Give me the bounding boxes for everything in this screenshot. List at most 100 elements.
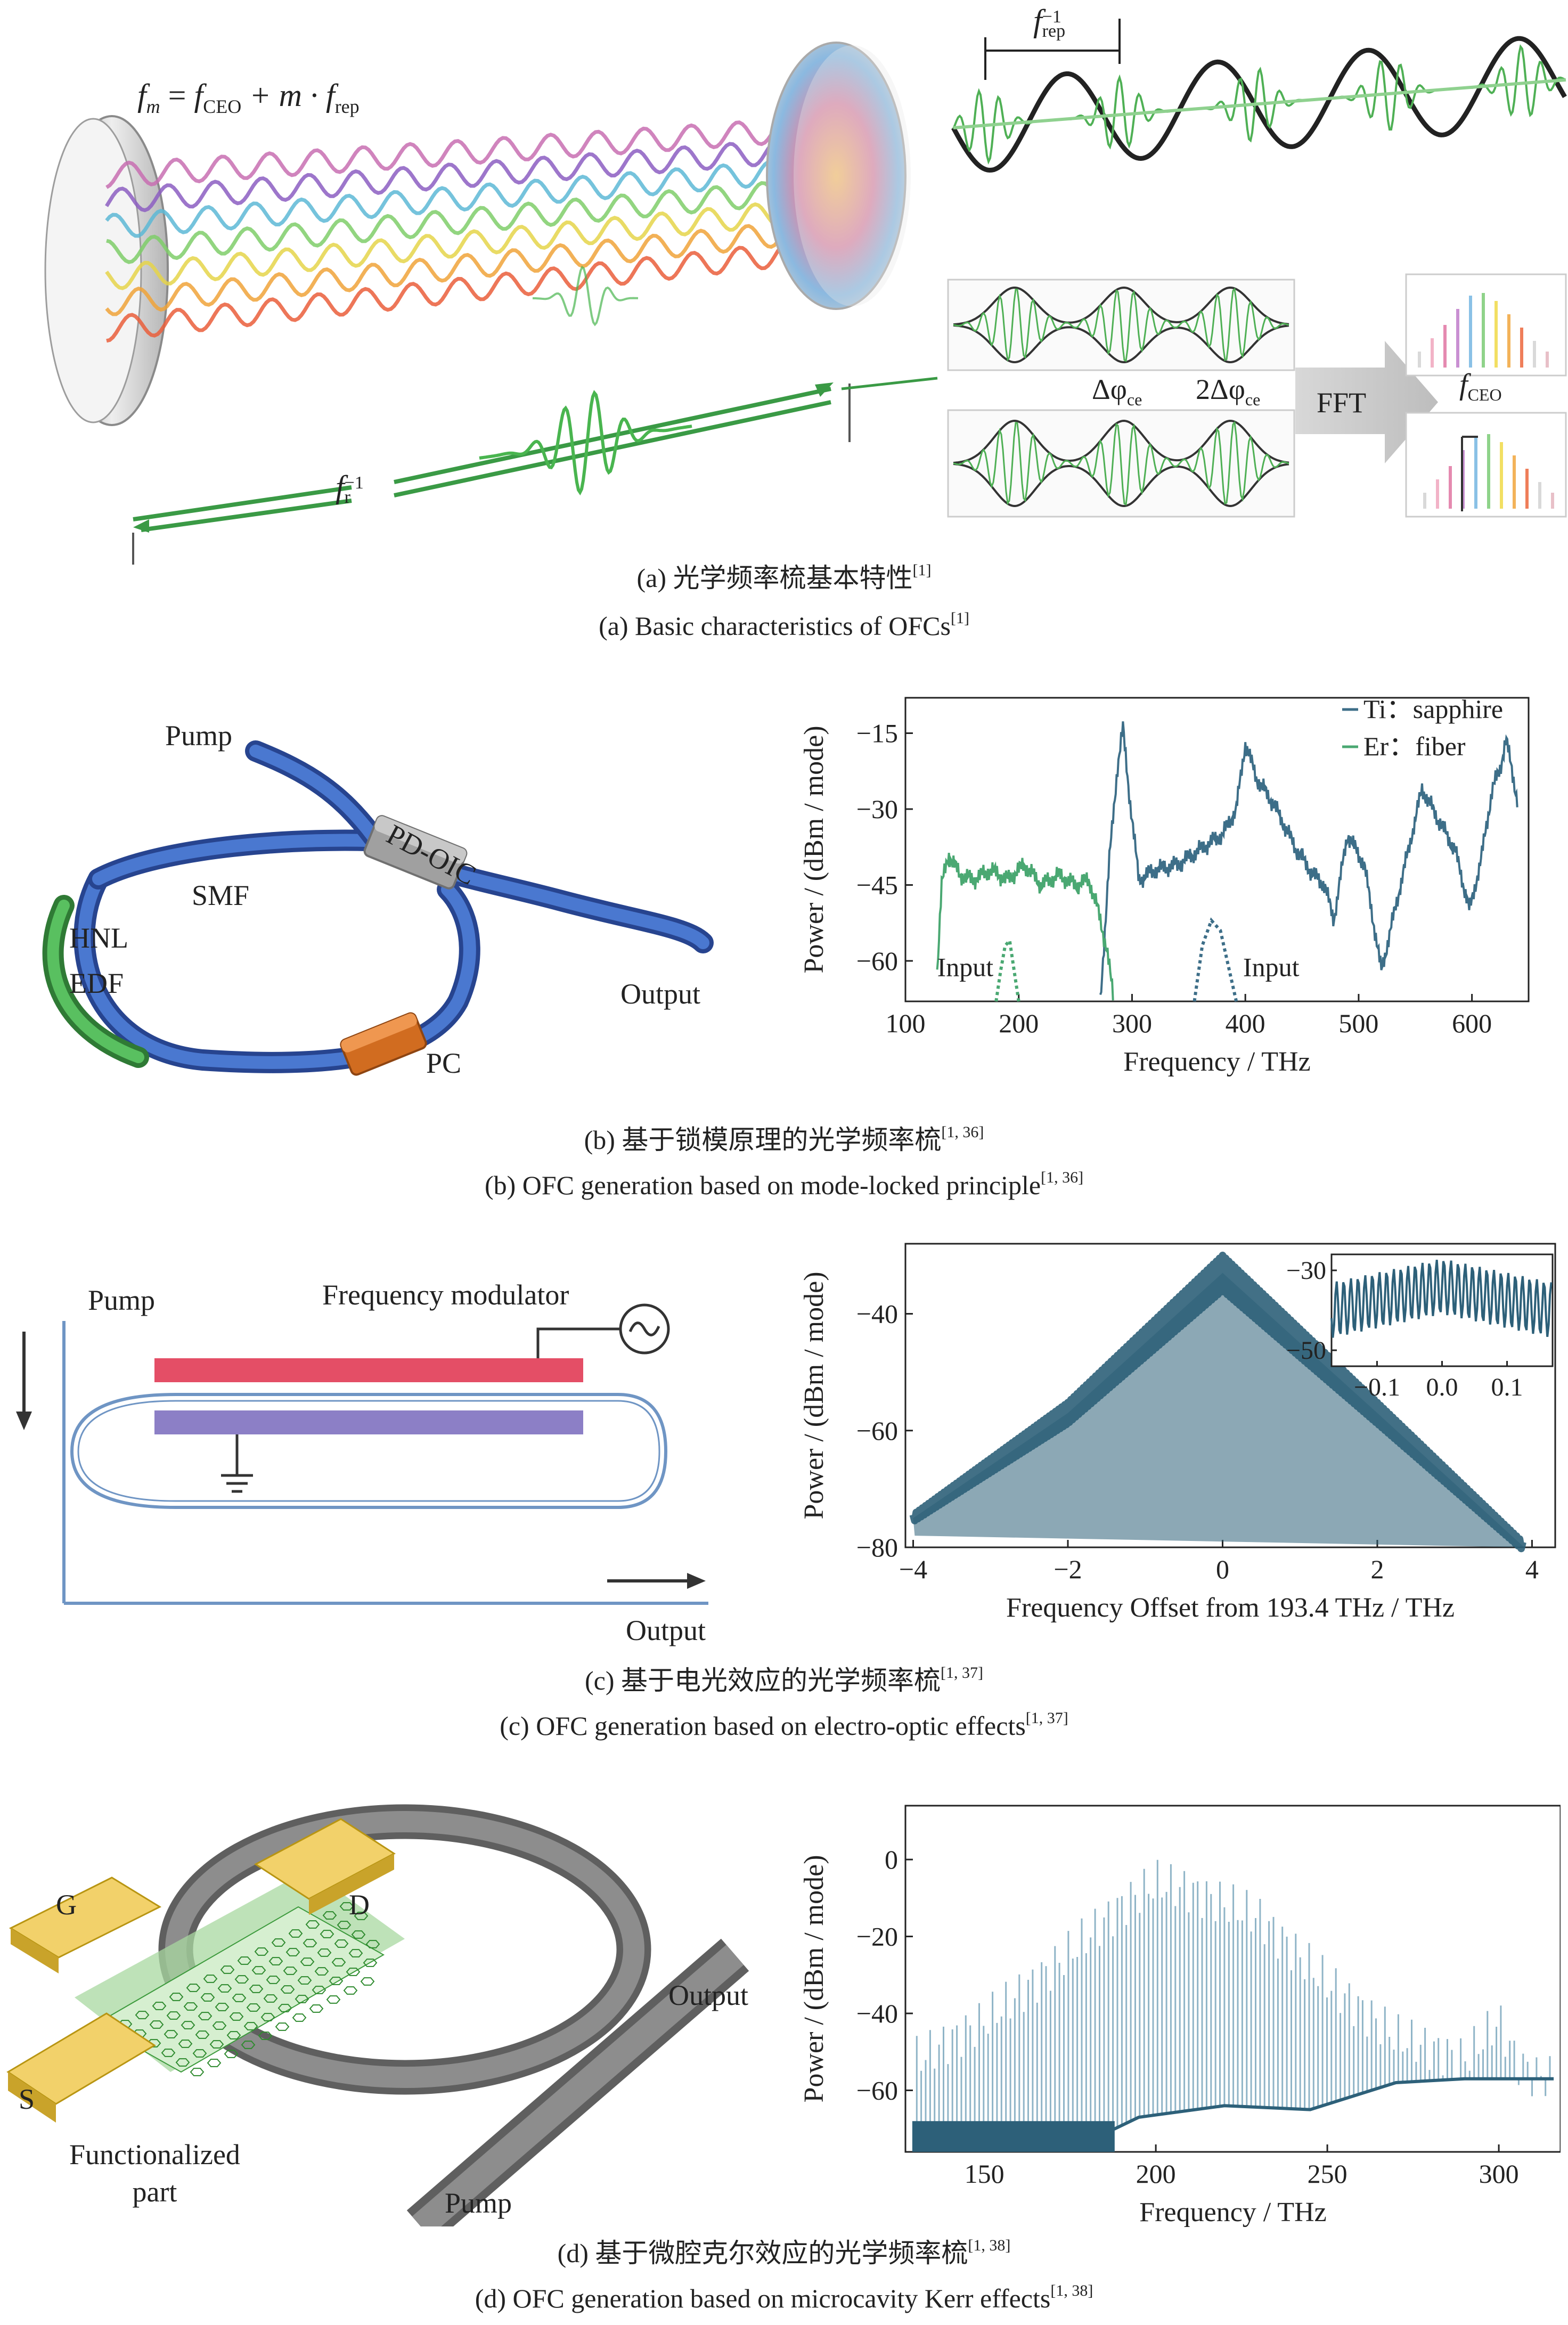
series-line bbox=[936, 853, 1114, 1001]
y-tick-label: −30 bbox=[856, 794, 898, 824]
x-tick-label: 400 bbox=[1226, 1008, 1265, 1038]
electrode-d bbox=[254, 1818, 396, 1915]
x-tick-label: −2 bbox=[1054, 1554, 1082, 1584]
annotation-input: Input bbox=[1243, 952, 1300, 982]
y-axis-label: Power / (dBm / mode) bbox=[799, 725, 829, 973]
panel-c: Pump Frequency modulator Output −4 −2 0 2 4 −… bbox=[0, 1225, 1568, 1758]
ground-icon bbox=[221, 1434, 253, 1493]
mode-locked-laser-diagram bbox=[42, 740, 714, 1076]
electrode-g bbox=[9, 1877, 162, 1973]
output-label: Output bbox=[626, 1614, 706, 1646]
caption-d-cn: (d) 基于微腔克尔效应的光学频率梳[1, 38] bbox=[557, 2237, 1011, 2268]
x-axis-label: Frequency / THz bbox=[1139, 2197, 1326, 2228]
pc-block bbox=[340, 1012, 427, 1076]
y-tick-label: −60 bbox=[856, 946, 898, 976]
pump-label: Pump bbox=[445, 2187, 512, 2219]
caption-b-en: (b) OFC generation based on mode-locked … bbox=[484, 1169, 1084, 1200]
x-tick-label: 200 bbox=[1136, 2159, 1176, 2189]
fft-arrow bbox=[1295, 341, 1438, 463]
annotation-input: Input bbox=[937, 952, 994, 982]
pump-label: Pump bbox=[165, 720, 233, 752]
edf-label: EDF bbox=[69, 967, 124, 999]
series-input-line bbox=[1193, 917, 1238, 1002]
inset-y-tick-label: −30 bbox=[1286, 1257, 1326, 1285]
y-tick-label: −15 bbox=[856, 719, 898, 748]
inset-x-tick-label: 0.1 bbox=[1491, 1373, 1523, 1401]
fft-spectra bbox=[1405, 273, 1567, 518]
plot-frame bbox=[904, 1243, 1556, 1548]
pc-label: PC bbox=[426, 1047, 462, 1079]
legend-entry: Ti：sapphire bbox=[1363, 694, 1503, 724]
smf-label: SMF bbox=[192, 879, 250, 911]
y-axis-label: Power / (dBm / mode) bbox=[799, 1271, 829, 1519]
arrow-right-icon bbox=[607, 1573, 706, 1589]
plot-frame bbox=[904, 1805, 1561, 2153]
y-axis-label: Power / (dBm / mode) bbox=[799, 1855, 829, 2102]
delta2-phase-label: 2Δφce bbox=[1196, 373, 1261, 409]
x-tick-label: 300 bbox=[1112, 1008, 1152, 1038]
x-tick-label: 150 bbox=[965, 2159, 1005, 2189]
output-label: Output bbox=[668, 1979, 749, 2011]
right-mirror bbox=[766, 42, 911, 310]
left-mirror bbox=[44, 115, 169, 426]
caption-a-en: (a) Basic characteristics of OFCs[1] bbox=[599, 609, 969, 641]
y-tick-label: −60 bbox=[856, 2075, 898, 2105]
series-noise-band bbox=[912, 2121, 1115, 2152]
series-line bbox=[1099, 721, 1518, 996]
d-label: D bbox=[349, 1889, 370, 1921]
series-input-line bbox=[994, 937, 1020, 1002]
caption-c-cn: (c) 基于电光效应的光学频率梳[1, 37] bbox=[585, 1664, 983, 1695]
y-tick-label: −40 bbox=[856, 1299, 898, 1329]
x-tick-label: 250 bbox=[1308, 2159, 1348, 2189]
fceo-label: fCEO bbox=[1459, 368, 1502, 405]
y-tick-label: −80 bbox=[856, 1532, 898, 1562]
carrier-envelope-sine bbox=[951, 36, 1567, 173]
modulator-label: Frequency modulator bbox=[322, 1279, 569, 1311]
x-tick-label: 2 bbox=[1370, 1554, 1384, 1584]
x-tick-label: 600 bbox=[1452, 1008, 1492, 1038]
comb-formula: fm = fCEO + m · frep bbox=[137, 78, 360, 117]
x-tick-label: −4 bbox=[899, 1554, 927, 1584]
electro-optic-diagram bbox=[16, 1303, 708, 1605]
x-tick-label: 0 bbox=[1216, 1554, 1229, 1584]
inset-y-tick-label: −50 bbox=[1286, 1336, 1326, 1365]
caption-d-en: (d) OFC generation based on microcavity … bbox=[475, 2282, 1093, 2313]
caption-a-cn: (a) 光学频率梳基本特性[1] bbox=[636, 561, 932, 593]
inset-series-line bbox=[1330, 1260, 1553, 1338]
legend-entry: Er：fiber bbox=[1363, 731, 1466, 761]
pd-oic-block bbox=[363, 815, 468, 890]
series-comb-fill bbox=[913, 1272, 1524, 1547]
modulator-electrode-purple bbox=[154, 1410, 583, 1434]
arrow-down-icon bbox=[16, 1332, 32, 1430]
x-tick-label: 4 bbox=[1525, 1554, 1539, 1584]
y-tick-label: 0 bbox=[885, 1845, 898, 1874]
caption-c-en: (c) OFC generation based on electro-opti… bbox=[500, 1709, 1068, 1741]
pulse-axis bbox=[953, 78, 1566, 129]
delta-phase-label: Δφce bbox=[1092, 373, 1142, 409]
y-tick-label: −45 bbox=[856, 870, 898, 900]
g-label: G bbox=[56, 1889, 77, 1921]
pump-label: Pump bbox=[88, 1284, 156, 1316]
inset-x-tick-label: −0.1 bbox=[1354, 1373, 1400, 1401]
microcavity-diagram bbox=[6, 1804, 749, 2226]
inset-x-tick-label: 0.0 bbox=[1426, 1373, 1458, 1401]
caption-b-cn: (b) 基于锁模原理的光学频率梳[1, 36] bbox=[584, 1123, 984, 1155]
x-axis-label: Frequency / THz bbox=[1123, 1047, 1310, 1077]
electrode-s bbox=[6, 2012, 156, 2123]
frep-bracket bbox=[984, 19, 1121, 80]
output-label: Output bbox=[620, 978, 701, 1010]
round-trip-arrows bbox=[132, 377, 938, 565]
modulator-electrode-red bbox=[154, 1358, 583, 1382]
pulse-phase-boxes bbox=[947, 279, 1295, 518]
x-axis-label: Frequency Offset from 193.4 THz / THz bbox=[1006, 1593, 1455, 1623]
bottom-wave-packet bbox=[479, 390, 692, 496]
